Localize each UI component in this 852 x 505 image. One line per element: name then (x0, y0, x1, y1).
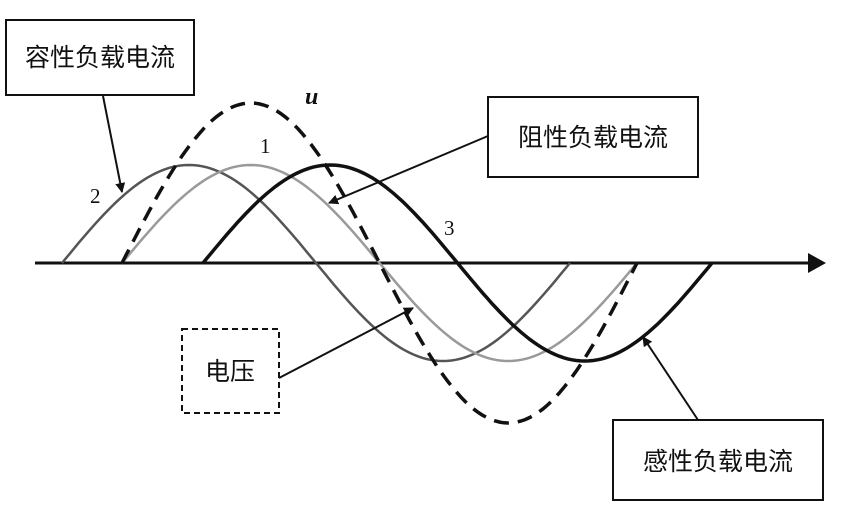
time-axis-arrow-icon (808, 253, 826, 273)
resistive-current-pointer (328, 135, 489, 205)
voltage-pointer (278, 307, 414, 379)
inductive-current-wave (201, 163, 714, 363)
curve-1-label: 1 (260, 134, 271, 158)
capacitive-current-box (5, 19, 195, 96)
inductive-current-box (612, 419, 824, 501)
capacitive-current-wave (61, 163, 571, 363)
inductive-current-pointer (642, 336, 699, 421)
inductive-current-label: 感性负载电流 (643, 447, 793, 476)
curve-2-label: 2 (90, 184, 101, 208)
resistive-current-label: 阻性负载电流 (518, 123, 668, 152)
voltage-symbol-label: u (305, 84, 318, 110)
voltage-label: 电压 (205, 357, 255, 386)
voltage-box (181, 328, 280, 414)
resistive-current-box (487, 96, 699, 178)
capacitive-current-label: 容性负载电流 (25, 43, 175, 72)
capacitive-current-pointer (102, 95, 126, 193)
resistive-current-wave (121, 163, 638, 363)
curve-3-label: 3 (444, 216, 455, 240)
